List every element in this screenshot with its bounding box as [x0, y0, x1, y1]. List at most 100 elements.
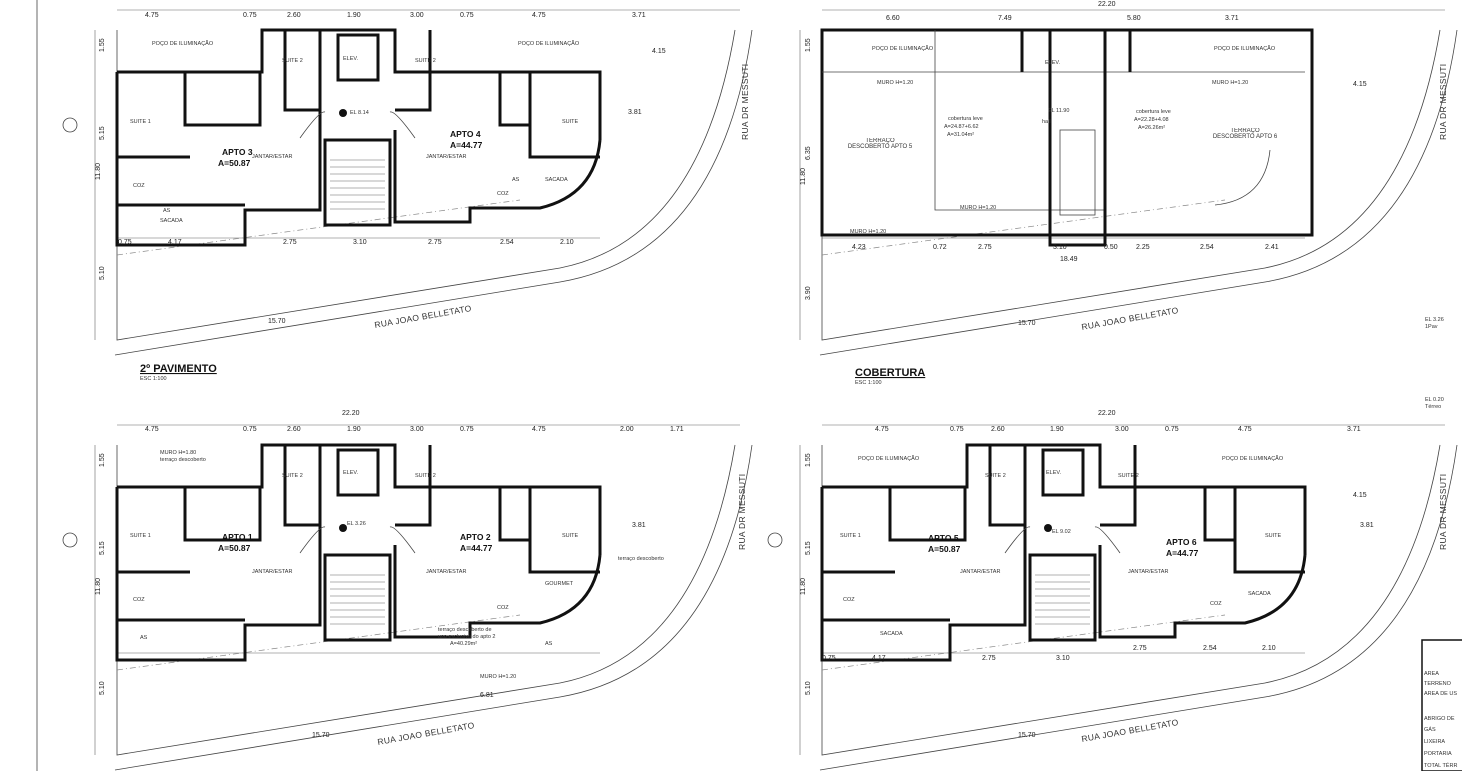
dim-total: 22.20 [1098, 410, 1116, 417]
elevation-mark: EL 8.14 [350, 110, 369, 116]
site-boundary-curve [559, 29, 736, 269]
street-label: RUA JOAO BELLETATO [1081, 305, 1180, 332]
site-boundary-curve [1264, 29, 1441, 269]
dim: 0.75 [243, 12, 257, 19]
cover-note: A=22.28+4.08 [1134, 117, 1169, 123]
dim: 5.15 [99, 541, 106, 555]
room-label: COZ [1210, 601, 1222, 607]
stair-walls [323, 138, 392, 227]
plan-geometry [62, 9, 1458, 771]
room-label: COZ [497, 191, 509, 197]
suite-wall [395, 30, 432, 112]
dim: 2.10 [560, 239, 574, 246]
dim-total: 22.20 [342, 410, 360, 417]
area-table: AREA TERRENO AREA DE US ABRIGO DE GÁS LI… [1421, 639, 1462, 771]
dim: 3.10 [1053, 244, 1067, 251]
dim: 3.81 [632, 522, 646, 529]
room-label: SUITE 2 [415, 473, 436, 479]
room-label: GOURMET [545, 581, 574, 587]
sidewalk-line [114, 444, 753, 771]
note: MURO H=1.80 [160, 450, 196, 456]
note: uso exclusivo do apto 2 [438, 634, 495, 640]
dim: 2.75 [1133, 645, 1147, 652]
north-arrow-icon [62, 532, 78, 548]
door-swing [299, 526, 326, 554]
door-swing [299, 111, 326, 139]
exterior-walls [117, 28, 602, 140]
room-label: ELEV. [343, 470, 359, 476]
room-label: SUITE [562, 119, 579, 125]
street-label: RUA DR MESSUTI [737, 474, 747, 550]
exterior-walls-curve [393, 130, 602, 224]
room-label: SACADA [160, 218, 183, 224]
dim-total: 18.49 [1060, 256, 1078, 263]
dim: 0.72 [933, 244, 947, 251]
street-label: RUA JOAO BELLETATO [1081, 717, 1180, 744]
dim: 5.10 [99, 681, 106, 695]
street-label: RUA DR MESSUTI [740, 64, 750, 140]
exterior-walls [115, 445, 322, 662]
dim: 2.60 [991, 426, 1005, 433]
room-label: SUITE 2 [415, 58, 436, 64]
elevator-shaft [336, 448, 380, 497]
room-label: COZ [843, 597, 855, 603]
table-cell: PORTARIA [1424, 751, 1452, 757]
dim: 1.55 [805, 38, 812, 52]
dim: 2.75 [428, 239, 442, 246]
room-label: SACADA [880, 631, 903, 637]
dim: 11.80 [95, 163, 102, 180]
dim: 1.90 [347, 12, 361, 19]
apartment-label: APTO 6 [1166, 537, 1197, 547]
door-swing [1004, 526, 1031, 554]
street-label: RUA DR MESSUTI [1438, 64, 1448, 140]
apartment-area: A=50.87 [218, 543, 251, 553]
curved-wall [1214, 149, 1271, 206]
exterior-walls [115, 30, 322, 247]
dim: 1.55 [99, 38, 106, 52]
elevation-marker-icon [1044, 524, 1052, 532]
bathroom-walls [183, 487, 262, 542]
dim: 2.54 [500, 239, 514, 246]
note: A=40.29m² [450, 641, 477, 647]
room-label: SACADA [545, 177, 568, 183]
apartment-area: A=44.77 [460, 543, 493, 553]
dim: 4.15 [652, 48, 666, 55]
level-name: Térreo [1425, 404, 1441, 410]
dim: 11.80 [95, 578, 102, 595]
room-label: SUITE 1 [130, 533, 151, 539]
site-boundary-curve [559, 444, 736, 684]
dim: 1.90 [347, 426, 361, 433]
exterior-walls [820, 445, 1027, 662]
suite-wall [395, 445, 432, 527]
room-label: ELEV. [1045, 60, 1061, 66]
dim: 2.10 [1262, 645, 1276, 652]
room-label: POÇO DE ILUMINAÇÃO [518, 40, 580, 47]
north-arrow-icon [767, 532, 783, 548]
sidewalk-line [819, 29, 1458, 356]
dim: 4.75 [145, 426, 159, 433]
cover-note: A=26.26m² [1138, 125, 1165, 131]
plan-title: COBERTURA [855, 367, 925, 379]
dim: 2.60 [287, 12, 301, 19]
suite-wall [1100, 445, 1137, 527]
plan-cobertura: 22.20 6.60 7.49 5.80 3.71 4.23 0.72 2.75… [800, 1, 1448, 386]
north-arrow-icon [62, 117, 78, 133]
exterior-walls-curve [393, 545, 602, 639]
table-cell: ABRIGO DE [1424, 716, 1455, 722]
room-label: hall [1042, 119, 1051, 125]
dim: 4.75 [1238, 426, 1252, 433]
elevation-marker-icon [339, 524, 347, 532]
apartment-label: APTO 5 [928, 533, 959, 543]
apartment-label: APTO 2 [460, 532, 491, 542]
dim: 1.90 [1050, 426, 1064, 433]
apartment-area: A=50.87 [218, 158, 251, 168]
dim: 6.81 [480, 692, 494, 699]
room-label: JANTAR/ESTAR [426, 569, 466, 575]
room-label: SUITE 1 [840, 533, 861, 539]
dim: 2.54 [1203, 645, 1217, 652]
dim: 4.17 [872, 655, 886, 662]
note: terraço descoberto [618, 556, 664, 562]
dim: 0.75 [243, 426, 257, 433]
dim: 0.75 [460, 426, 474, 433]
dim: 15.70 [1018, 320, 1036, 327]
